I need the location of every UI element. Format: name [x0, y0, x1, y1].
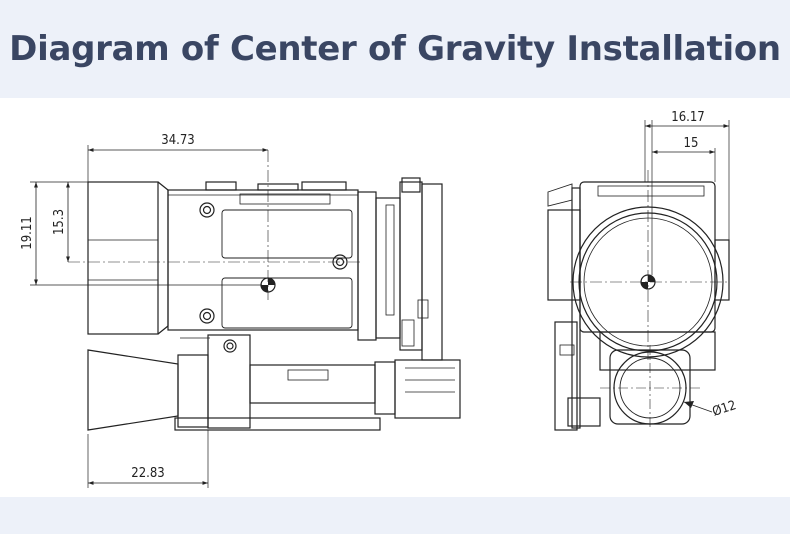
dimension-width-top: 34.73 [88, 133, 268, 152]
transmit-lens [87, 349, 179, 431]
footer-band [0, 497, 790, 534]
dimension-label: 22.83 [131, 466, 164, 481]
dimension-right-inner: 15 [652, 136, 715, 154]
dimension-label: 15.3 [52, 209, 67, 235]
screw-hole [199, 308, 215, 324]
dimension-lens-diameter: Ø12 [683, 398, 739, 420]
dimension-label: 16.17 [671, 110, 704, 125]
side-view [30, 145, 461, 488]
main-body [167, 189, 359, 331]
lens-barrel [87, 181, 159, 335]
dimension-right-outer: 16.17 [645, 110, 729, 128]
front-housing [579, 181, 716, 333]
page-title: Diagram of Center of Gravity Installatio… [9, 29, 781, 69]
dimension-label: 34.73 [161, 133, 194, 148]
dimension-height-outer: 19.11 [20, 182, 38, 285]
front-view [547, 120, 730, 431]
dimension-height-inner: 15.3 [52, 182, 70, 262]
dimension-label: 15 [684, 136, 699, 151]
dimension-label: 19.11 [20, 216, 35, 249]
dimension-label: Ø12 [711, 398, 739, 420]
screw-hole [223, 339, 237, 353]
title-banner: Diagram of Center of Gravity Installatio… [0, 0, 790, 98]
dimension-width-bottom: 22.83 [88, 466, 208, 485]
screw-hole [199, 202, 215, 218]
